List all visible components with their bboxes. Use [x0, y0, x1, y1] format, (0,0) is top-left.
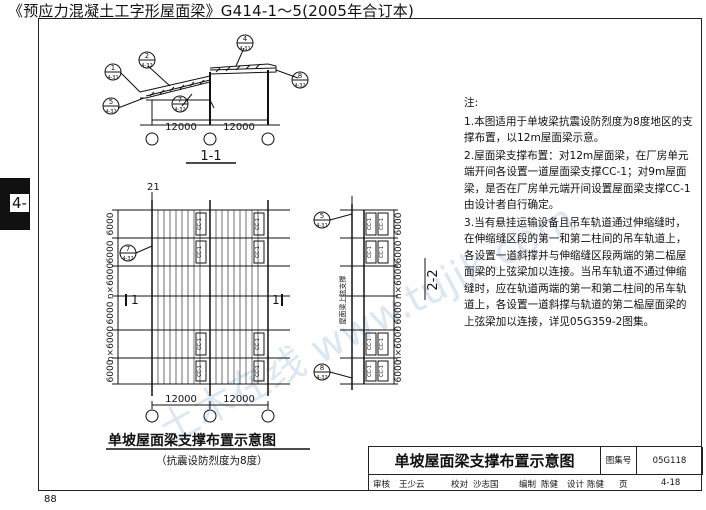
callout-5-num: 5	[109, 98, 113, 106]
titleblock-page-no: 4-18	[661, 478, 681, 488]
titleblock-v-0: 王少云	[399, 480, 425, 490]
plan-dim-6: 6000	[106, 359, 116, 382]
notes-title: 注:	[464, 97, 479, 109]
section-2-brace-label: CC-1	[379, 218, 385, 230]
section-2-callout-5-ref: 4-31	[316, 223, 327, 229]
plan-dim-4: 6000	[106, 301, 116, 324]
titleblock-atlas-no: 05G118	[637, 447, 703, 475]
note-item-3: 3.当有悬挂运输设备且吊车轨道通过伸缩缝时，在伸缩缝区段的第一和第二柱间的吊车轨…	[464, 216, 687, 328]
section-2-label: 2-2	[426, 269, 441, 290]
section-2-brace-label: CC-1	[379, 338, 385, 350]
side-tab-label: 4-	[10, 194, 29, 212]
callout-2-num: 2	[145, 52, 149, 60]
section-1-label: 1-1	[200, 149, 221, 164]
titleblock-row: 审核 王少云 校对 沙志国 编制 陈健 设计 陈健 页 4-18	[369, 475, 703, 492]
section-2-dim-1: 6000	[394, 212, 404, 235]
side-tab: 4-	[0, 178, 30, 230]
figure-title: 单坡屋面梁支撑布置示意图	[108, 433, 276, 449]
titleblock-atlas-label: 图集号	[601, 447, 637, 475]
callout-5-ref: 4-32	[105, 109, 116, 115]
section-1-dim-left: 12000	[165, 122, 197, 133]
section-2-brace-label: CC-1	[367, 246, 373, 258]
section-2-vertical-note: 屋面梁上弦支撑	[338, 276, 347, 325]
section-2-brace-label: CC-1	[379, 365, 385, 377]
plan-brace-label: CC-1	[255, 365, 261, 377]
section-2-brace-label: CC-1	[367, 338, 373, 350]
drawing-frame	[38, 18, 702, 491]
section-2-dim-6: 6000	[394, 359, 404, 382]
plan-callout-ref: 4-32	[122, 256, 133, 262]
section-2-dim-3: n×6000	[394, 263, 404, 299]
titleblock-v-1: 沙志国	[473, 480, 499, 490]
plan-dim-2: 6000	[106, 240, 116, 263]
plan-cut-mark-right: 1	[272, 293, 280, 307]
plan-bottom-dim-left: 12000	[165, 394, 197, 405]
section-2-callout-8-ref: 4-32	[316, 375, 327, 381]
plan-brace-label: CC-1	[255, 246, 261, 258]
callout-7-ref: 4-32	[174, 107, 185, 113]
callout-8-num: 8	[298, 72, 302, 80]
plan-top-label: 21	[147, 182, 160, 193]
titleblock-k-3: 设计	[567, 480, 585, 490]
page-number: 88	[44, 494, 57, 505]
callout-2-ref: 4-32	[141, 63, 152, 69]
plan-brace-label: CC-1	[197, 246, 203, 258]
section-2-dim-4: 6000	[394, 301, 404, 324]
section-2-dim-5: n×6000	[394, 326, 404, 362]
section-1-1	[102, 34, 309, 164]
plan-brace-label: CC-1	[255, 338, 261, 350]
titleblock-page-label: 页	[619, 480, 628, 490]
titleblock-k-1: 校对	[451, 480, 469, 490]
plan-callout-num: 7	[126, 245, 130, 253]
note-item-1: 1.本图适用于单坡梁抗震设防烈度为8度地区的支撑布置，以12m屋面梁示意。	[464, 115, 693, 145]
titleblock-v-3: 陈健	[587, 480, 605, 490]
section-2-callout-5-num: 5	[320, 212, 324, 220]
note-item-2: 2.屋面梁支撑布置：对12m屋面梁，在厂房单元端开间各设置一道屋面梁支撑CC-1…	[464, 149, 691, 212]
section-2-brace-label: CC-1	[367, 218, 373, 230]
plan-brace-label: CC-1	[197, 218, 203, 230]
titleblock-k-0: 审核	[373, 480, 391, 490]
plan-dim-5: n×6000	[106, 326, 116, 362]
callout-4-num: 4	[243, 35, 248, 43]
plan-brace-label: CC-1	[255, 218, 261, 230]
callout-1-num: 1	[111, 64, 115, 72]
titleblock-k-2: 编制	[519, 480, 537, 490]
section-2-callout-8-num: 8	[320, 364, 324, 372]
callout-7-num: 7	[178, 96, 182, 104]
section-1-dim-right: 12000	[223, 122, 255, 133]
titleblock-v-2: 陈健	[541, 480, 559, 490]
section-2-dim-2: 6000	[394, 240, 404, 263]
plan-brace-label: CC-1	[197, 365, 203, 377]
section-2-2	[313, 196, 426, 390]
notes: 注: 1.本图适用于单坡梁抗震设防烈度为8度地区的支撑布置，以12m屋面梁示意。…	[464, 95, 696, 331]
plan-dim-3: n×6000	[106, 263, 116, 299]
plan-bottom-dim-right: 12000	[223, 394, 255, 405]
figure-subtitle: （抗震设防烈度为8度）	[156, 455, 268, 467]
title-block: 单坡屋面梁支撑布置示意图 图集号 05G118 审核 王少云 校对 沙志国 编制…	[368, 446, 703, 492]
section-2-brace-label: CC-1	[367, 365, 373, 377]
plan-view	[112, 192, 290, 423]
callout-8-ref: 4-32	[294, 83, 305, 89]
callout-1-ref: 4-31	[107, 75, 118, 81]
plan-cut-mark-left: 1	[131, 293, 139, 307]
document-header: 《预应力混凝土工字形屋面梁》G414-1～5(2005年合订本)	[8, 2, 415, 20]
section-2-brace-label: CC-1	[379, 246, 385, 258]
titleblock-title: 单坡屋面梁支撑布置示意图	[369, 447, 601, 475]
plan-brace-label: CC-1	[197, 338, 203, 350]
callout-4-ref: 4-31	[239, 46, 250, 52]
plan-dim-1: 6000	[106, 212, 116, 235]
